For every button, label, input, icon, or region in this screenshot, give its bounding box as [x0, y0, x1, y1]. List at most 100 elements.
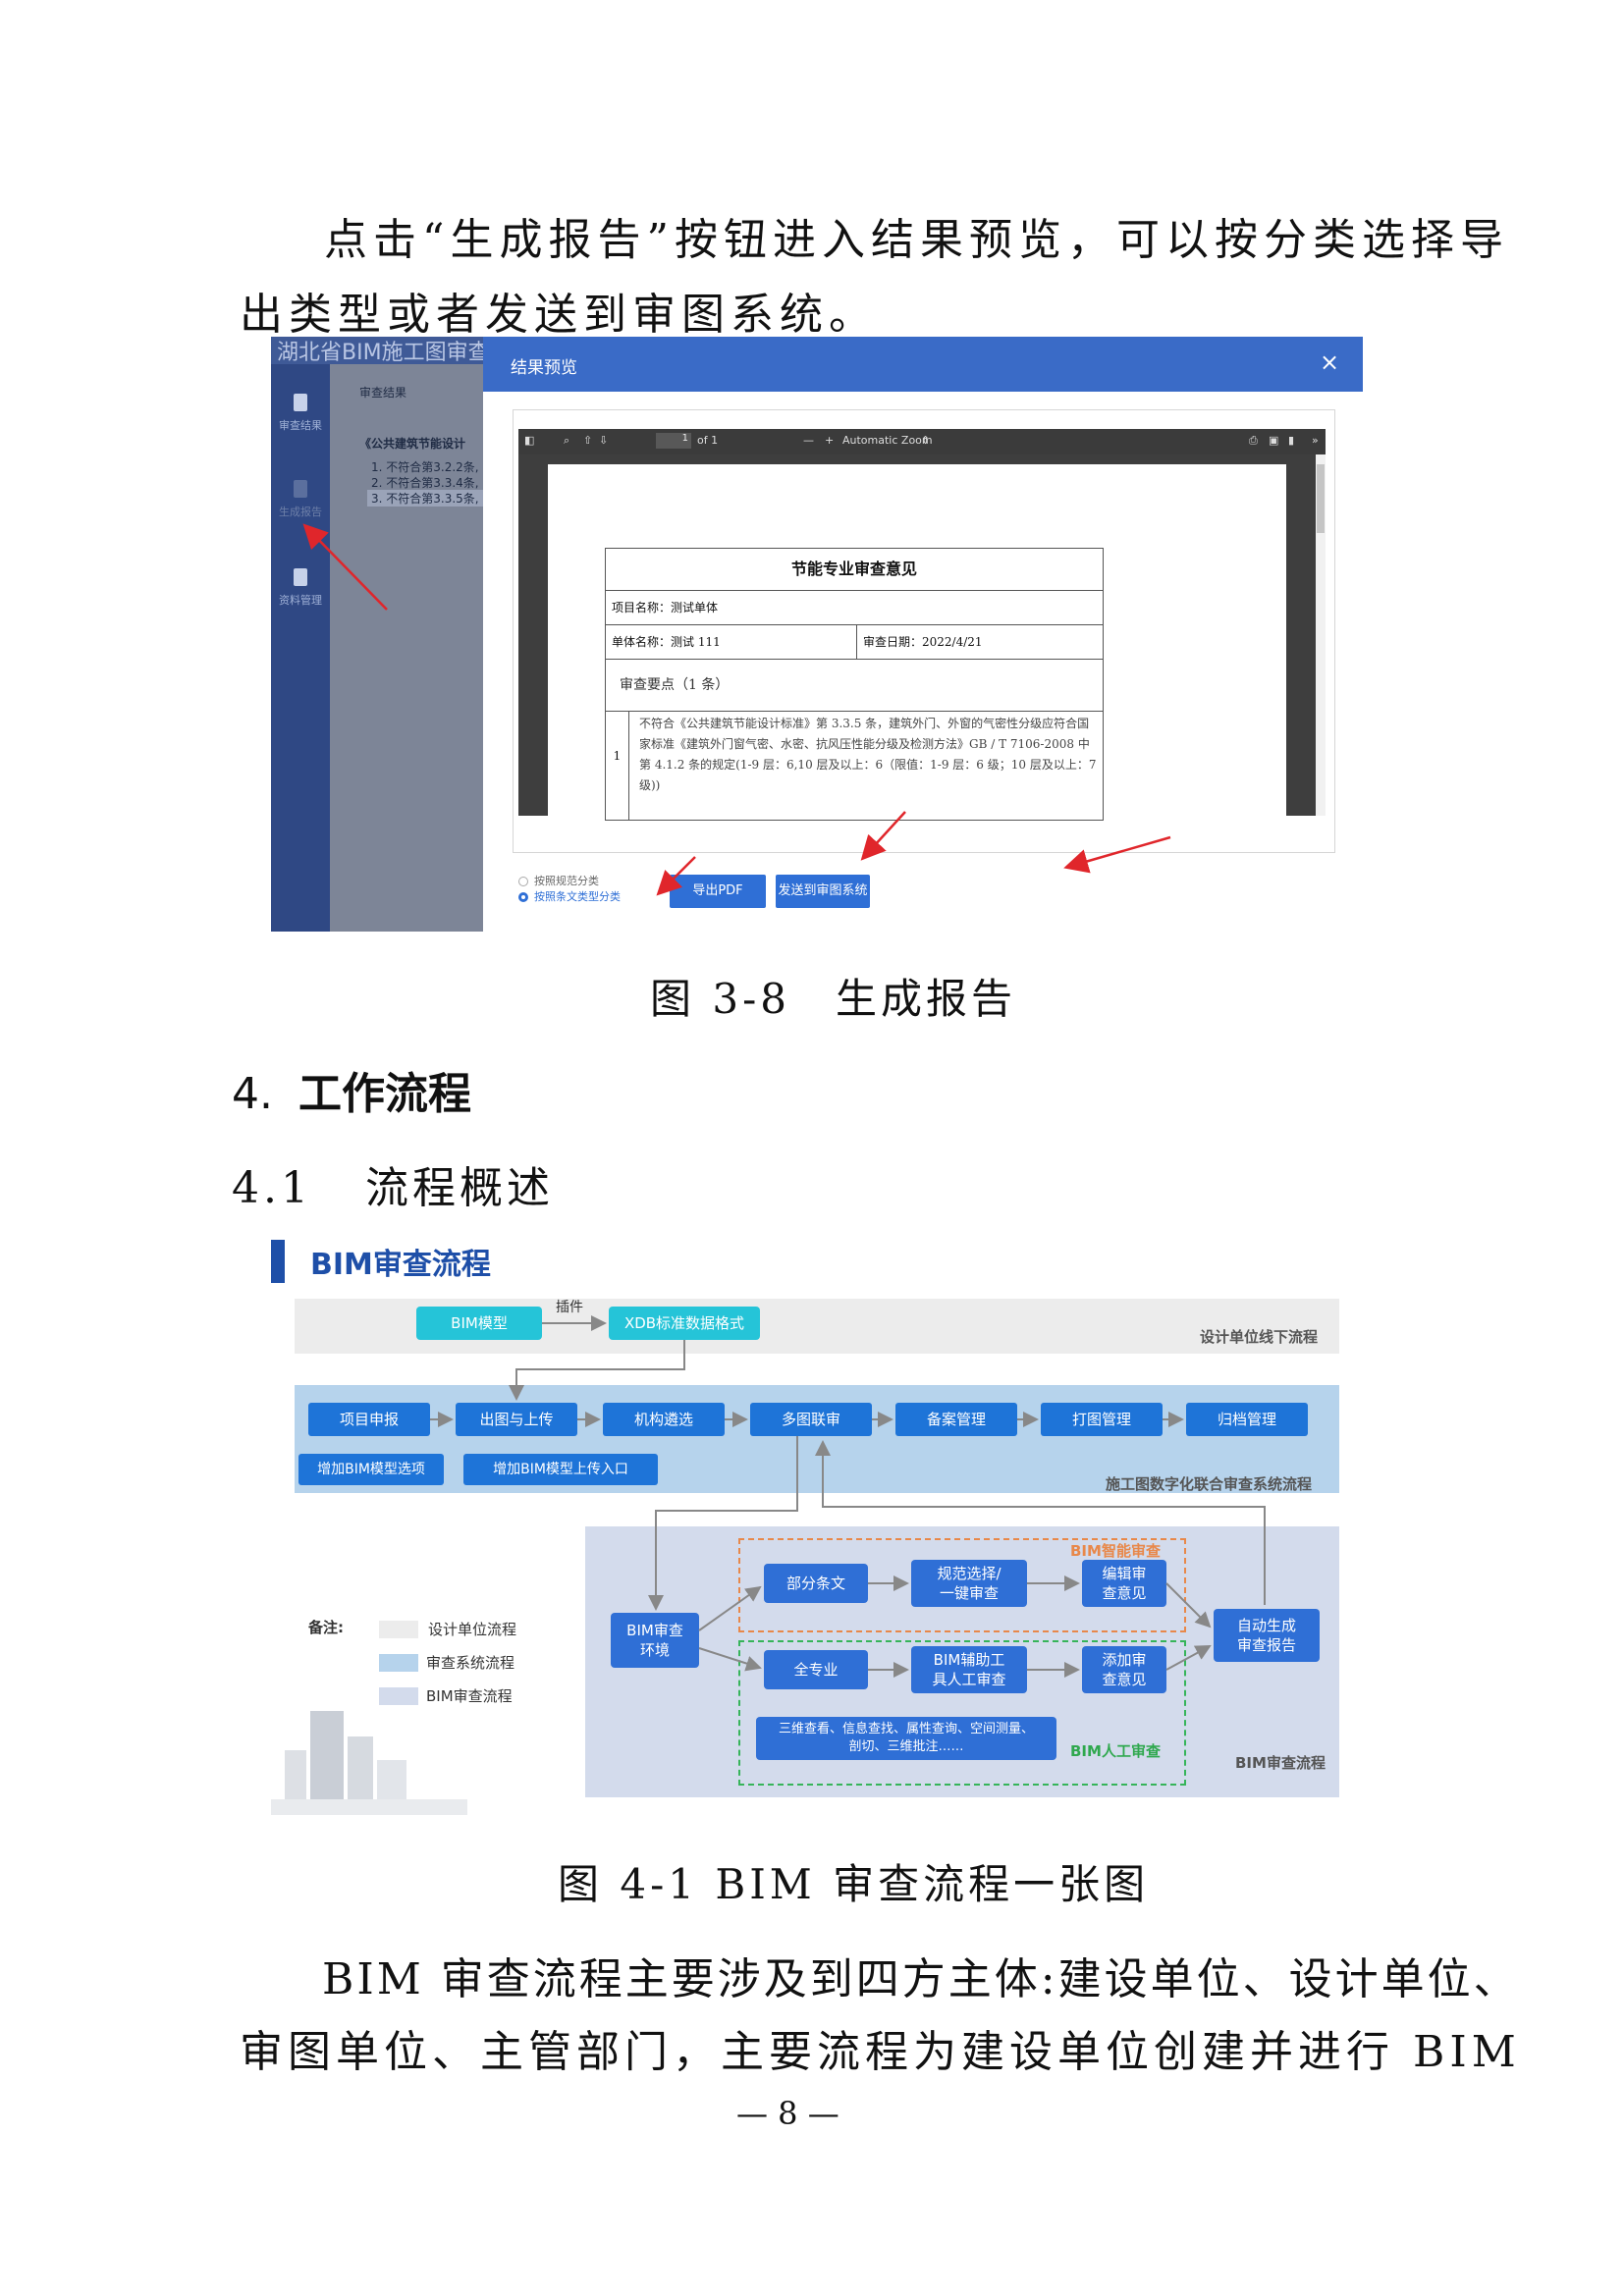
extra-bim-upload: 增加BIM模型上传入口: [463, 1454, 658, 1485]
option-by-standard[interactable]: 按照规范分类: [518, 873, 599, 888]
option-label: 按照条文类型分类: [534, 890, 621, 903]
subsection-heading: 4.1 流程概述: [232, 1152, 554, 1215]
smart-review-tag: BIM智能审查: [1070, 1542, 1161, 1560]
tools-node: 三维查看、信息查找、属性查询、空间测量、 剖切、三维批注……: [756, 1717, 1056, 1760]
more-tools-icon[interactable]: »: [1312, 434, 1319, 447]
unit-name: 单体名称：测试 111: [612, 635, 721, 649]
bookmark-icon[interactable]: ▮: [1288, 434, 1295, 447]
legend-system: 审查系统流程: [426, 1654, 515, 1672]
project-name: 项目名称：测试单体: [612, 601, 719, 614]
lane-label-design: 设计单位线下流程: [1200, 1328, 1319, 1346]
option-label: 按照规范分类: [534, 875, 599, 887]
report-icon: [294, 480, 307, 498]
all-disciplines-node: 全专业: [764, 1650, 868, 1689]
pdf-page: [548, 464, 1286, 816]
arrow-to-export-pdf: [860, 811, 906, 861]
result-item-selected[interactable]: 3. 不符合第3.3.5条,: [367, 490, 483, 507]
arrow-to-category-options: [656, 856, 696, 896]
section-number: 4.: [232, 1069, 273, 1119]
intro-line-2: 出类型或者发送到审图系统。: [240, 290, 878, 340]
zoom-in-button[interactable]: +: [825, 434, 835, 447]
zoom-out-button[interactable]: —: [803, 434, 814, 447]
flow-arrows: [430, 1315, 1266, 1678]
step-institution-select: 机构遴选: [603, 1403, 725, 1436]
radio-icon[interactable]: [518, 877, 528, 886]
close-icon[interactable]: ×: [1320, 348, 1340, 376]
step-joint-review: 多图联审: [750, 1403, 872, 1436]
arrow-to-send-button: [1063, 835, 1171, 874]
table-title: 节能专业审查意见: [606, 549, 1103, 591]
radio-selected-icon[interactable]: [518, 892, 528, 902]
legend-swatch-system: [379, 1654, 418, 1672]
legend-swatch-design: [379, 1621, 418, 1638]
subsection-title: 流程概述: [364, 1163, 554, 1213]
auto-report-node: 自动生成 审查报告: [1214, 1609, 1320, 1662]
option-by-clause-type[interactable]: 按照条文类型分类: [518, 888, 621, 904]
step-project-declare: 项目申报: [308, 1403, 430, 1436]
send-to-review-system-button[interactable]: 发送到审图系统: [776, 875, 870, 908]
sidebar-toggle-icon[interactable]: ◧: [524, 434, 535, 447]
section-heading: 4. 工作流程: [232, 1058, 471, 1121]
result-item[interactable]: 2. 不符合第3.3.4条,: [371, 476, 479, 490]
legend-design: 设计单位流程: [428, 1621, 517, 1638]
review-points-header: 审查要点（1 条）: [606, 660, 1103, 712]
pdf-toolbar: ◧ ⌕ ⇧ ⇩ 1 of 1 — + Automatic Zoom ⇕ ⎙ ▣ …: [518, 429, 1326, 454]
tab-review-result[interactable]: 审查结果: [359, 386, 407, 400]
standard-select-node: 规范选择/ 一键审查: [911, 1560, 1027, 1607]
bim-env-node: BIM审查 环境: [611, 1613, 699, 1668]
item-number: 1: [606, 712, 629, 820]
figure-3-8-caption: 图 3-8 生成报告: [650, 975, 1016, 1023]
subsection-number: 4.1: [232, 1163, 312, 1213]
closing-line-1: BIM 审查流程主要涉及到四方主体:建设单位、设计单位、: [322, 1954, 1520, 2004]
section-title: 工作流程: [298, 1069, 471, 1119]
print-icon[interactable]: ⎙: [1249, 434, 1258, 447]
chevron-updown-icon: ⇕: [921, 434, 931, 447]
search-icon[interactable]: ⌕: [564, 434, 570, 447]
arrow-down-icon[interactable]: ⇩: [599, 434, 609, 447]
legend-swatch-bim: [379, 1687, 418, 1705]
xdb-format-node: XDB标准数据格式: [609, 1307, 760, 1340]
step-drawing-upload: 出图与上传: [456, 1403, 577, 1436]
sidebar-item-label: 生成报告: [279, 506, 322, 518]
step-print: 打图管理: [1041, 1403, 1163, 1436]
dialog-title: 结果预览: [511, 358, 577, 378]
figure-4-1-caption: 图 4-1 BIM 审查流程一张图: [558, 1860, 1150, 1908]
page-count: of 1: [697, 434, 719, 447]
export-pdf-button[interactable]: 导出PDF: [670, 875, 766, 908]
unit-date-row: 单体名称：测试 111 审查日期：2022/4/21: [606, 625, 1103, 660]
sidebar-item-data-management[interactable]: 资料管理: [271, 568, 330, 608]
result-item[interactable]: 1. 不符合第3.2.2条,: [371, 460, 479, 474]
project-name-row: 项目名称：测试单体: [606, 591, 1103, 625]
app-window-title: 湖北省BIM施工图审查: [277, 341, 490, 365]
lane-label-system: 施工图数字化联合审查系统流程: [1106, 1475, 1313, 1493]
arrow-up-icon[interactable]: ⇧: [583, 434, 593, 447]
lane-label-bim: BIM审查流程: [1235, 1754, 1326, 1772]
page-number-input[interactable]: 1: [656, 433, 691, 449]
pdf-scrollbar[interactable]: [1316, 454, 1326, 816]
buildings-illustration: [271, 1711, 467, 1815]
intro-line-1: 点击“生成报告”按钮进入结果预览，可以按分类选择导: [324, 215, 1509, 265]
app-sidebar: [271, 364, 330, 932]
pdf-scrollbar-thumb[interactable]: [1317, 464, 1325, 533]
step-filing: 备案管理: [895, 1403, 1017, 1436]
manual-review-box: [738, 1640, 1186, 1786]
sidebar-item-label: 审查结果: [279, 419, 322, 432]
preview-dialog: 结果预览 × ◧ ⌕ ⇧ ⇩ 1 of 1 — + Automatic Zoom…: [483, 337, 1363, 932]
sidebar-item-generate-report[interactable]: 生成报告: [271, 480, 330, 519]
review-opinion-table: 节能专业审查意见 项目名称：测试单体 单体名称：测试 111 审查日期：2022…: [605, 548, 1104, 821]
manual-review-tag: BIM人工审查: [1070, 1742, 1161, 1760]
flow-title: BIM审查流程: [310, 1248, 491, 1282]
dialog-header: [483, 337, 1363, 392]
arrow-to-generate-report: [302, 523, 388, 611]
download-icon[interactable]: ▣: [1269, 434, 1279, 447]
add-opinion-node: 添加审 查意见: [1082, 1646, 1166, 1693]
result-group[interactable]: 《公共建筑节能设计: [359, 437, 466, 451]
title-bar: [271, 1240, 285, 1283]
document-icon: [294, 394, 307, 411]
page-number: — 8 —: [736, 2095, 839, 2132]
assist-tool-node: BIM辅助工 具人工审查: [911, 1646, 1027, 1693]
sidebar-item-review-result[interactable]: 审查结果: [271, 394, 330, 433]
zoom-select[interactable]: Automatic Zoom: [842, 434, 933, 447]
smart-review-box: [738, 1538, 1186, 1632]
sidebar-item-label: 资料管理: [279, 594, 322, 607]
